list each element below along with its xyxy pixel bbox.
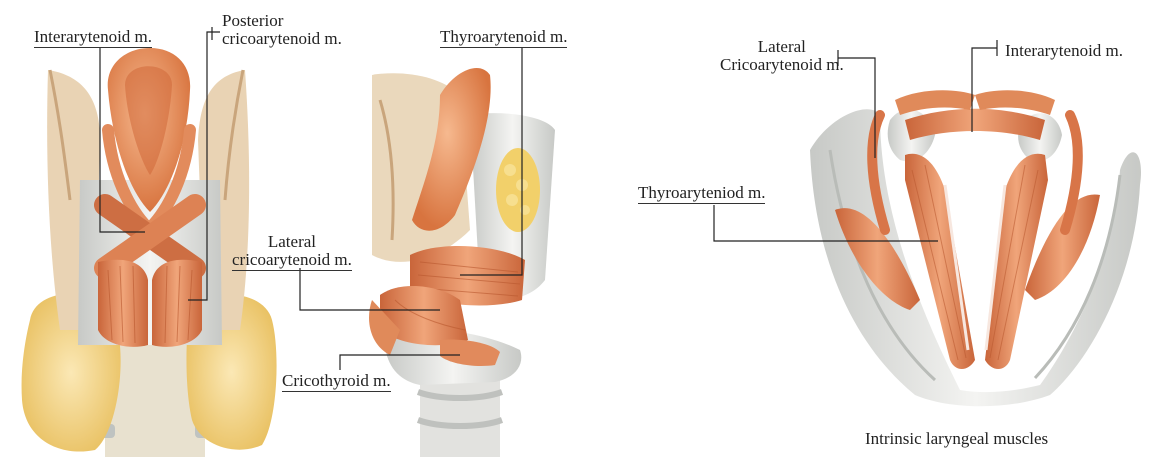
label-lateral-cricoarytenoid-middle: Lateral cricoarytenoid m. [232, 233, 352, 271]
label-posterior-line1: Posterior [222, 12, 342, 30]
label-posterior-cricoarytenoid: Posterior cricoarytenoid m. [222, 12, 342, 48]
figure-caption: Intrinsic laryngeal muscles [865, 430, 1048, 448]
label-interarytenoid-left: Interarytenoid m. [34, 28, 152, 48]
interarytenoid-muscle [905, 109, 1045, 140]
label-posterior-line2: cricoarytenoid m. [222, 30, 342, 48]
lateral-view-larynx [369, 68, 555, 457]
label-interarytenoid-right: Interarytenoid m. [1005, 42, 1123, 60]
label-cricothyroid: Cricothyroid m. [282, 372, 391, 392]
label-lateral-right-line2: Cricoarytenoid m. [720, 56, 844, 74]
label-lateral-cricoarytenoid-right: Lateral Cricoarytenoid m. [720, 38, 844, 74]
label-thyroarytenoid-right: Thyroaryteniod m. [638, 184, 765, 204]
label-lateral-line1: Lateral [232, 233, 352, 251]
label-thyroarytenoid-middle: Thyroarytenoid m. [440, 28, 567, 48]
superior-view-larynx [810, 90, 1141, 406]
label-lateral-right-line1: Lateral [720, 38, 844, 56]
label-lateral-line2: cricoarytenoid m. [232, 251, 352, 271]
